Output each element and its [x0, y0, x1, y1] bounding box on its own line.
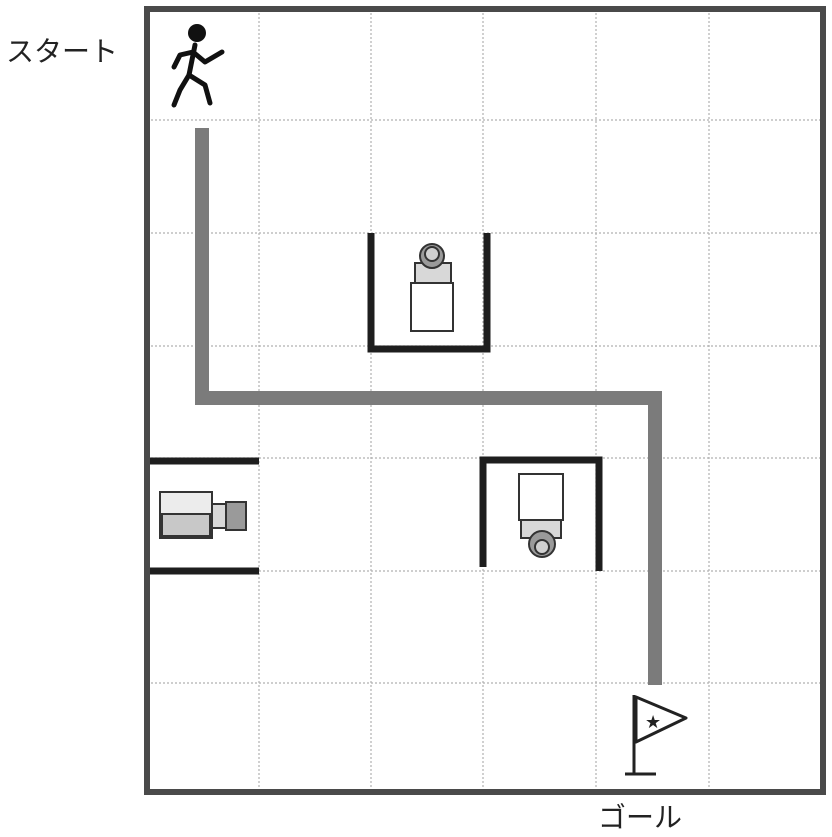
route-path	[202, 128, 655, 685]
svg-text:★: ★	[645, 712, 661, 733]
start-label: スタート	[6, 30, 118, 70]
goal-label: ゴール	[598, 796, 682, 836]
security-camera-icon	[411, 244, 453, 331]
goal-flag-icon: ★	[625, 695, 686, 774]
security-camera-icon	[519, 474, 563, 557]
security-camera-icon	[160, 492, 246, 538]
walking-person-icon	[174, 24, 222, 105]
